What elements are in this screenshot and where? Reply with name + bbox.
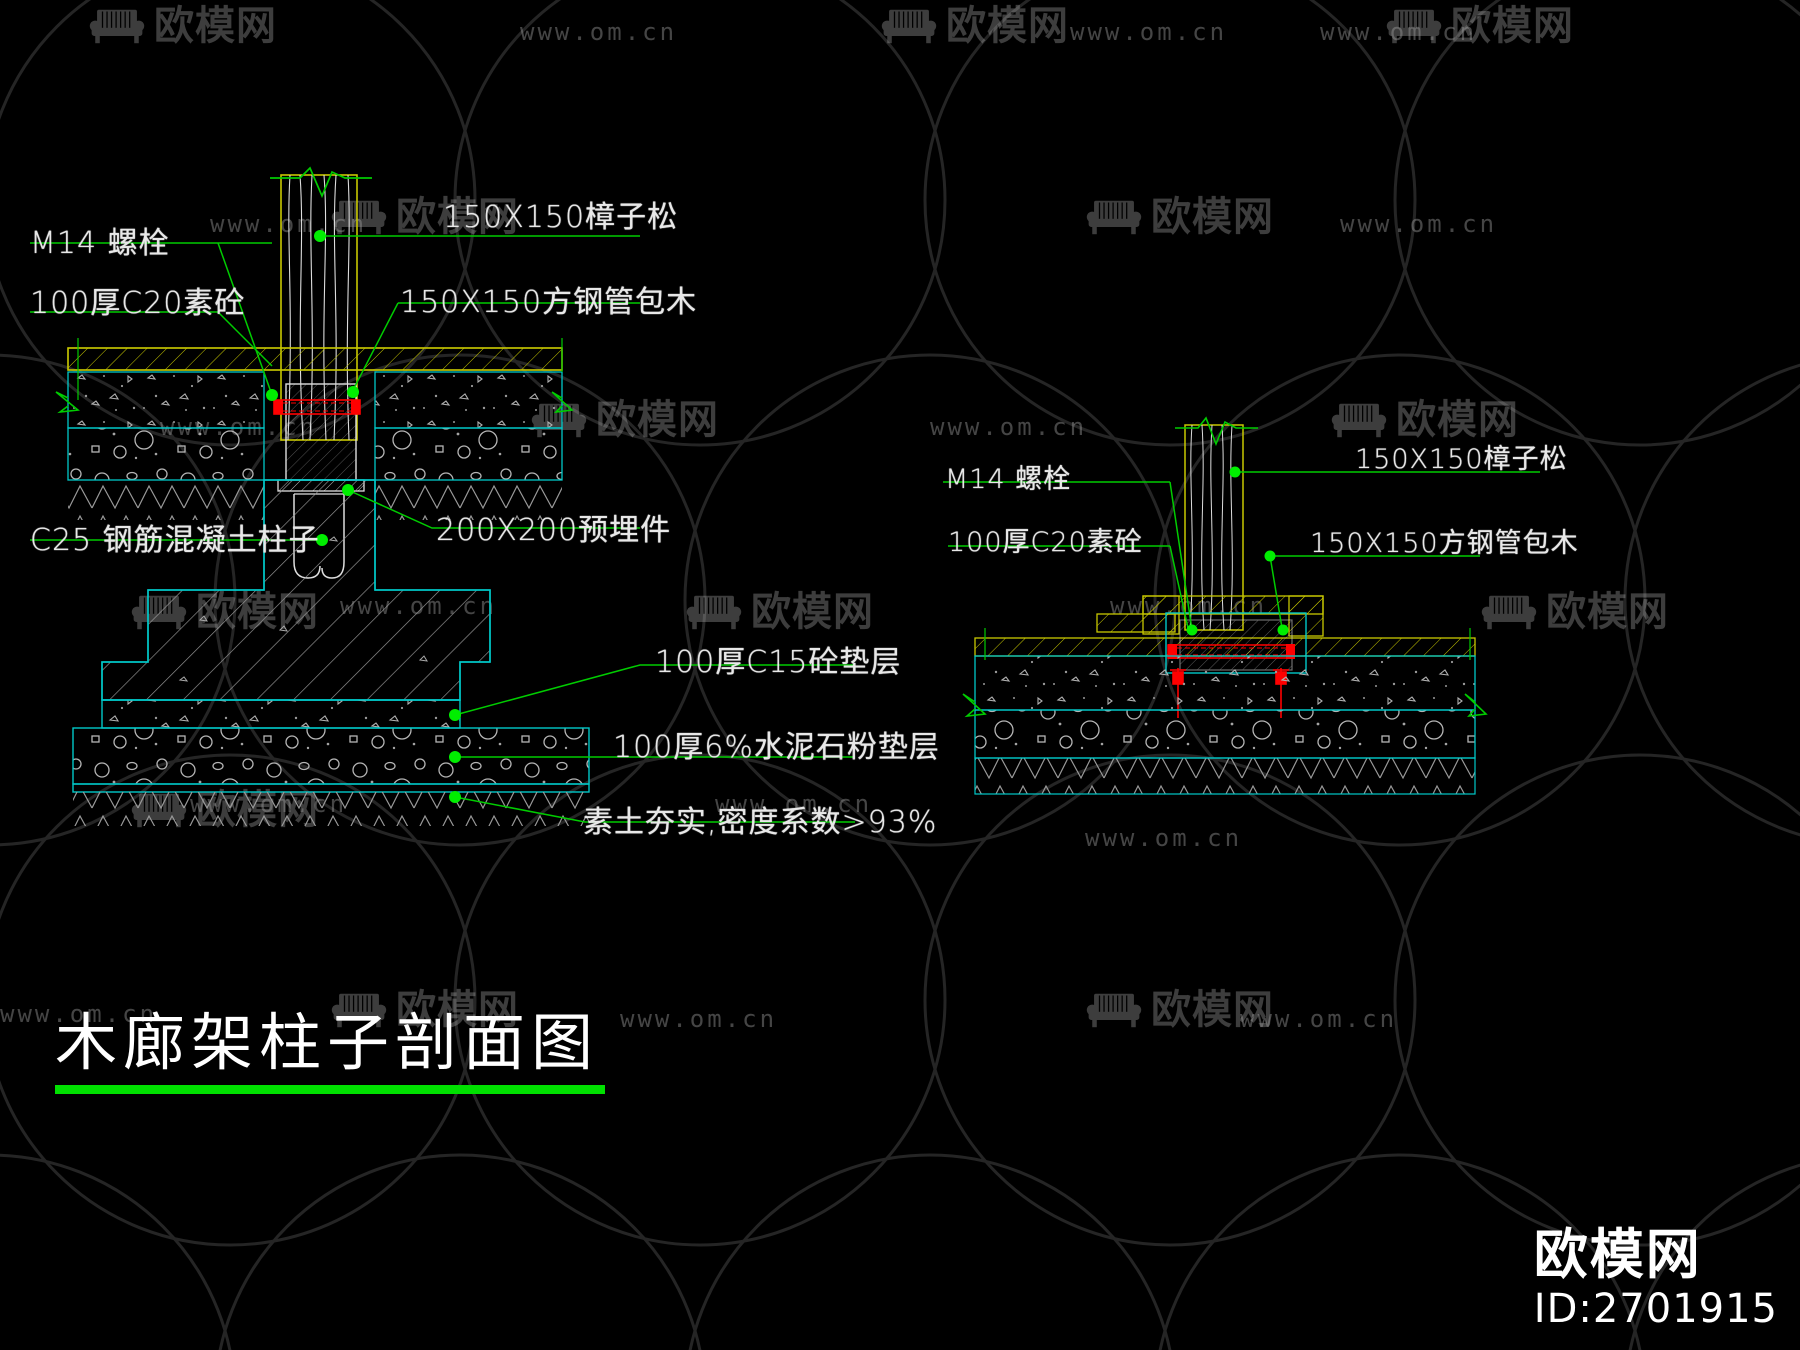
annotation-subgrade: 素土夯实,密度系数>93% xyxy=(583,805,938,840)
annotation-r-bolt: M14 螺栓 xyxy=(945,464,1072,495)
title-block: 木廊架柱子剖面图 xyxy=(55,1006,605,1095)
compacted-subgrade-left xyxy=(72,783,590,826)
drawing-title: 木廊架柱子剖面图 xyxy=(55,1006,600,1079)
m14-bolt-left xyxy=(273,399,361,415)
concrete-bedding-right xyxy=(962,655,1488,759)
leader-dots-left xyxy=(266,230,461,803)
c15-cushion-layer-left xyxy=(101,699,461,729)
reference-lines-left xyxy=(77,338,563,400)
reference-lines-right xyxy=(984,628,1471,660)
annotation-timber: 150X150樟子松 xyxy=(443,200,679,235)
annotation-cement: 100厚6%水泥石粉垫层 xyxy=(613,730,940,765)
concrete-bedding-left xyxy=(55,371,574,481)
leader-dots-right xyxy=(1186,466,1289,636)
annotation-embed: 200X200预埋件 xyxy=(436,513,672,548)
annotation-c15: 100厚C15砼垫层 xyxy=(655,645,902,680)
brand-resource-id: ID:2701915 xyxy=(1533,1286,1778,1332)
leader-lines-right xyxy=(943,471,1540,631)
annotation-steel-wrap: 150X150方钢管包木 xyxy=(400,285,698,320)
compacted-earth-band-right xyxy=(974,757,1476,795)
annotation-c20: 100厚C20素砼 xyxy=(30,286,246,321)
left-section-detail xyxy=(30,166,855,826)
compacted-earth-band-left xyxy=(68,480,562,520)
annotation-rc-column: C25 钢筋混凝土柱子 xyxy=(30,523,320,558)
paving-slab-band-left xyxy=(67,347,563,371)
annotation-r-steel: 150X150方钢管包木 xyxy=(1310,528,1579,559)
cement-powder-cushion-left xyxy=(72,727,590,785)
brand-name: 欧模网 xyxy=(1533,1223,1702,1287)
annotation-bolt: M14 螺栓 xyxy=(30,226,170,261)
title-underline-rule xyxy=(55,1085,605,1095)
brand-block: 欧模网 ID:2701915 xyxy=(1534,1227,1778,1332)
annotation-r-timber: 150X150樟子松 xyxy=(1355,444,1568,475)
annotation-r-c20: 100厚C20素砼 xyxy=(948,527,1143,558)
right-section-detail xyxy=(943,416,1540,795)
leader-lines-left xyxy=(30,235,855,823)
